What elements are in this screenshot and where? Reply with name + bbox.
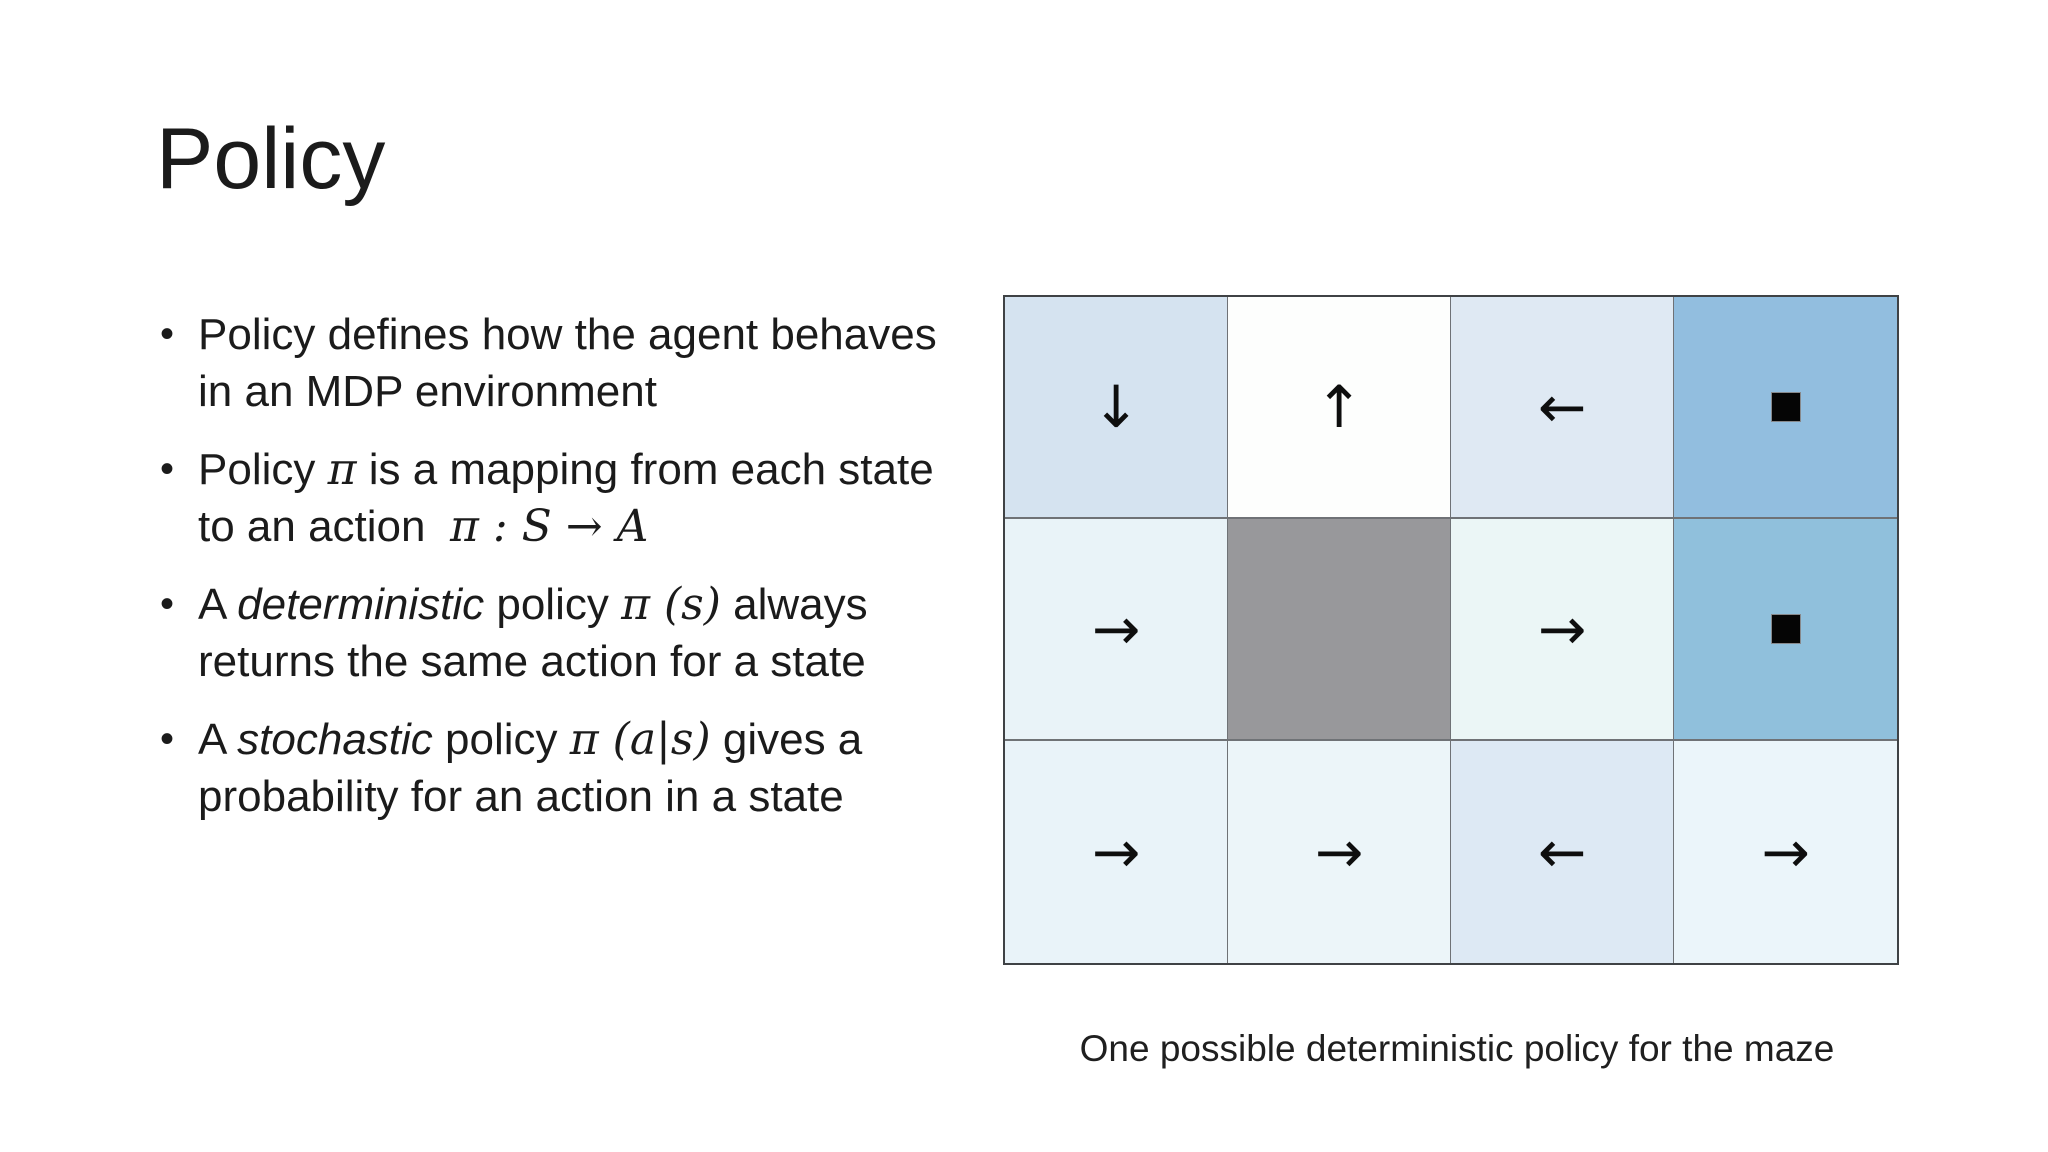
italic-text: deterministic bbox=[237, 580, 485, 629]
bullet-marker: • bbox=[160, 582, 175, 626]
bullet-text: A stochastic policy π (a|s) gives a prob… bbox=[198, 714, 863, 821]
maze-cell: ↑ bbox=[1228, 297, 1451, 519]
arrow-right-icon: → bbox=[1091, 818, 1141, 886]
plain-text: A bbox=[198, 715, 238, 764]
math-text: π : S → A bbox=[449, 501, 649, 552]
plain-text: always returns the same action for a sta… bbox=[198, 580, 868, 686]
terminal-square-icon bbox=[1770, 614, 1801, 644]
arrow-left-icon: ← bbox=[1537, 373, 1587, 441]
bullet-marker: • bbox=[160, 447, 175, 491]
plain-text: is a mapping from each state to an actio… bbox=[198, 445, 934, 551]
arrow-left-icon: ← bbox=[1537, 818, 1587, 886]
slide-title: Policy bbox=[156, 111, 386, 207]
arrow-right-icon: → bbox=[1091, 595, 1141, 663]
bullet-marker: • bbox=[160, 717, 175, 761]
plain-text: Policy defines how the agent behaves in … bbox=[198, 310, 937, 416]
bullet-marker: • bbox=[160, 312, 175, 356]
maze-cell: ← bbox=[1451, 297, 1674, 519]
maze-cell: → bbox=[1451, 519, 1674, 741]
bullet-item: • A stochastic policy π (a|s) gives a pro… bbox=[158, 711, 1028, 825]
plain-text: gives a probability for an action in a s… bbox=[198, 715, 863, 821]
maze-cell bbox=[1674, 519, 1897, 741]
maze-cell: → bbox=[1005, 519, 1228, 741]
bullet-text: Policy π is a mapping from each state to… bbox=[198, 444, 934, 552]
maze-cell: ← bbox=[1451, 741, 1674, 963]
maze-caption: One possible deterministic policy for th… bbox=[1079, 1028, 1835, 1069]
plain-text: A bbox=[198, 580, 238, 629]
arrow-right-icon: → bbox=[1314, 818, 1364, 886]
math-text: π bbox=[327, 444, 357, 495]
arrow-right-icon: → bbox=[1761, 818, 1810, 886]
bullet-text: Policy defines how the agent behaves in … bbox=[198, 310, 937, 416]
maze-cell: → bbox=[1005, 741, 1228, 963]
maze-cell: ↓ bbox=[1005, 297, 1228, 519]
maze-cell bbox=[1674, 297, 1897, 519]
plain-text: Policy bbox=[198, 445, 328, 494]
maze-cell: → bbox=[1674, 741, 1897, 963]
bullet-item: • A deterministic policy π (s) always ret… bbox=[158, 576, 1028, 690]
bullet-text: A deterministic policy π (s) always retu… bbox=[198, 579, 868, 686]
maze-grid: ↓ ↑ ← → → → → ← → bbox=[1003, 295, 1899, 965]
bullet-list: • Policy defines how the agent behaves in… bbox=[158, 306, 1028, 846]
terminal-square-icon bbox=[1770, 392, 1801, 422]
arrow-down-icon: ↓ bbox=[1091, 373, 1141, 441]
plain-text: policy bbox=[432, 715, 570, 764]
math-text: π (s) bbox=[621, 579, 721, 630]
arrow-up-icon: ↑ bbox=[1314, 373, 1364, 441]
italic-text: stochastic bbox=[237, 715, 433, 764]
maze-cell: → bbox=[1228, 741, 1451, 963]
bullet-item: • Policy π is a mapping from each state t… bbox=[158, 441, 1028, 555]
bullet-item: • Policy defines how the agent behaves in… bbox=[158, 306, 1028, 420]
plain-text: policy bbox=[484, 580, 622, 629]
maze-cell-blocked bbox=[1228, 519, 1451, 741]
math-text: π (a|s) bbox=[569, 714, 711, 765]
arrow-right-icon: → bbox=[1537, 595, 1587, 663]
